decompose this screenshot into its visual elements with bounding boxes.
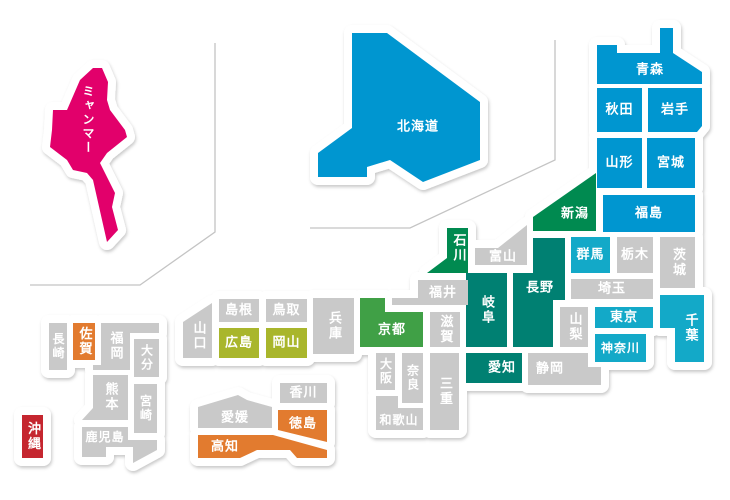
- nara-shape[interactable]: [402, 353, 423, 403]
- kochi-shape[interactable]: [198, 435, 327, 458]
- region-iwate[interactable]: 岩手: [648, 88, 702, 132]
- mie-shape[interactable]: [430, 353, 459, 430]
- region-oita[interactable]: 大分: [134, 339, 159, 377]
- region-saitama[interactable]: 埼玉: [571, 279, 653, 299]
- region-osaka[interactable]: 大阪: [376, 353, 395, 390]
- hokkaido-shape[interactable]: [318, 33, 480, 182]
- ishikawa-shape[interactable]: [427, 228, 468, 273]
- hokkaido-divider-line: [310, 40, 556, 229]
- fukuoka-shape[interactable]: [93, 323, 159, 370]
- akita-shape[interactable]: [597, 88, 642, 132]
- tokushima-shape[interactable]: [278, 410, 327, 442]
- okinawa-shape[interactable]: [22, 415, 43, 458]
- region-mie[interactable]: 三重: [430, 353, 459, 430]
- niigata-shape[interactable]: [533, 173, 596, 231]
- shiga-shape[interactable]: [430, 312, 460, 347]
- kanagawa-shape[interactable]: [595, 334, 646, 362]
- yamagata-shape[interactable]: [597, 138, 642, 188]
- region-okayama[interactable]: 岡山: [266, 328, 307, 358]
- myanmar-shape[interactable]: [50, 68, 127, 242]
- hyogo-shape[interactable]: [313, 298, 354, 354]
- nagasaki-shape[interactable]: [49, 323, 67, 370]
- region-nagasaki[interactable]: 長崎: [49, 323, 67, 370]
- kagoshima-shape[interactable]: [82, 427, 157, 463]
- region-fukushima[interactable]: 福島: [603, 195, 695, 232]
- toyama-shape[interactable]: [475, 225, 527, 265]
- region-gifu[interactable]: 岐阜: [466, 273, 507, 347]
- shimane-shape[interactable]: [219, 299, 259, 322]
- tottori-shape[interactable]: [266, 299, 307, 322]
- fukushima-shape[interactable]: [603, 195, 695, 232]
- ibaraki-shape[interactable]: [660, 237, 695, 288]
- region-shiga[interactable]: 滋賀: [430, 312, 460, 347]
- kumamoto-shape[interactable]: [82, 375, 128, 420]
- oita-shape[interactable]: [134, 339, 159, 377]
- region-saga[interactable]: 佐賀: [73, 323, 95, 360]
- region-kanagawa[interactable]: 神奈川: [595, 334, 646, 362]
- region-hyogo[interactable]: 兵庫: [313, 298, 354, 354]
- region-tottori[interactable]: 鳥取: [266, 299, 307, 322]
- gunma-shape[interactable]: [571, 237, 610, 273]
- miyazaki-shape[interactable]: [134, 384, 157, 433]
- iwate-shape[interactable]: [648, 88, 702, 132]
- region-aichi[interactable]: 愛知: [466, 353, 522, 383]
- region-tochigi[interactable]: 栃木: [617, 237, 653, 273]
- yamaguchi-shape[interactable]: [183, 303, 212, 358]
- region-tokyo[interactable]: 東京: [595, 307, 653, 328]
- kagawa-shape[interactable]: [280, 383, 327, 403]
- divider-lines: [30, 40, 556, 286]
- okayama-shape[interactable]: [266, 328, 307, 358]
- kyoto-shape[interactable]: [360, 298, 423, 347]
- ehime-shape[interactable]: [198, 395, 272, 428]
- nagano-shape[interactable]: [513, 238, 565, 347]
- wakayama-shape[interactable]: [376, 396, 423, 430]
- region-nara[interactable]: 奈良: [402, 353, 423, 403]
- shizuoka-shape[interactable]: [528, 353, 601, 385]
- region-kagawa[interactable]: 香川: [280, 383, 327, 403]
- saga-shape[interactable]: [73, 323, 95, 360]
- regions: ミャンマー北海道青森秋田岩手山形宮城福島新潟石川富山長野岐阜福井群馬栃木茨城埼玉…: [22, 28, 704, 463]
- hiroshima-shape[interactable]: [219, 328, 259, 358]
- region-miyazaki[interactable]: 宮崎: [134, 384, 157, 433]
- region-ibaraki[interactable]: 茨城: [660, 237, 695, 288]
- gifu-shape[interactable]: [466, 273, 507, 347]
- region-akita[interactable]: 秋田: [597, 88, 642, 132]
- region-shimane[interactable]: 島根: [219, 299, 259, 322]
- aichi-shape[interactable]: [466, 353, 522, 383]
- region-yamanashi[interactable]: 山梨: [560, 307, 588, 347]
- myanmar-divider-line: [30, 43, 216, 286]
- saitama-shape[interactable]: [571, 279, 653, 299]
- miyagi-shape[interactable]: [647, 138, 695, 188]
- region-okinawa[interactable]: 沖縄: [22, 415, 43, 458]
- region-miyagi[interactable]: 宮城: [647, 138, 695, 188]
- osaka-shape[interactable]: [376, 353, 395, 390]
- tokyo-shape[interactable]: [595, 307, 653, 328]
- region-yamagata[interactable]: 山形: [597, 138, 642, 188]
- tochigi-shape[interactable]: [617, 237, 653, 273]
- region-hiroshima[interactable]: 広島: [219, 328, 259, 358]
- aomori-shape[interactable]: [597, 28, 702, 84]
- fukui-shape[interactable]: [392, 280, 468, 305]
- region-hokkaido[interactable]: 北海道: [318, 33, 480, 182]
- yamanashi-shape[interactable]: [560, 307, 588, 347]
- region-gunma[interactable]: 群馬: [571, 237, 610, 273]
- chiba-shape[interactable]: [660, 295, 704, 362]
